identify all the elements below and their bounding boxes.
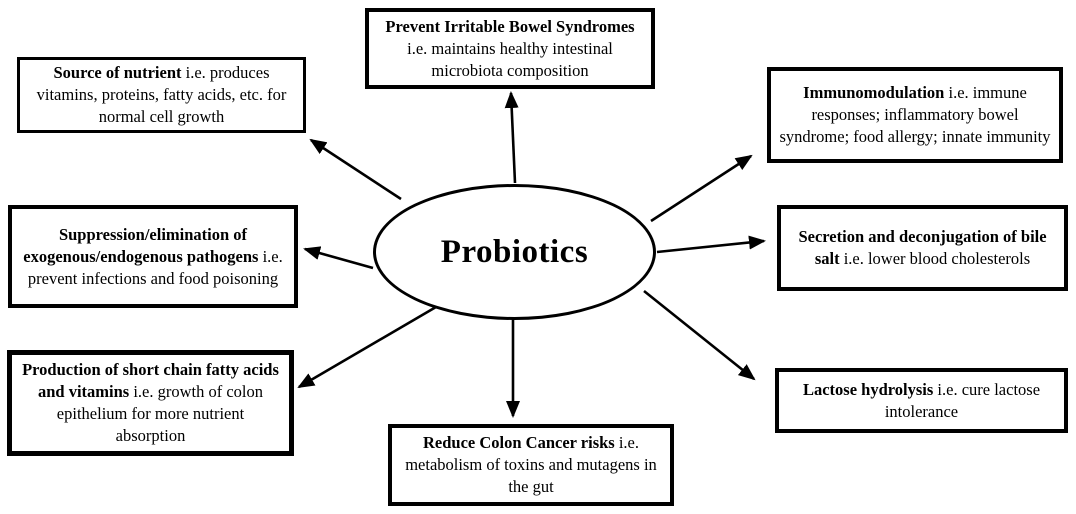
node-body: i.e. prevent infections and food poisoni…: [27, 246, 283, 288]
arrow-to-bile-salt: [656, 235, 766, 254]
center-label: Probiotics: [440, 233, 589, 270]
arrow-to-suppression: [303, 246, 374, 270]
node-text: Lactose hydrolysis i.e. cure lactose int…: [787, 379, 1056, 423]
arrow-to-fatty-acids: [297, 305, 437, 389]
node-text: Source of nutrient i.e. produces vitamin…: [28, 62, 295, 128]
node-title: Reduce Colon Cancer risks: [422, 433, 615, 452]
node-title: Prevent Irritable Bowel Syndromes: [385, 16, 635, 36]
node-text: Reduce Colon Cancer risks i.e. metabolis…: [400, 432, 662, 498]
node-title: Lactose hydrolysis: [802, 379, 934, 399]
node-text: Suppression/elimination of exogenous/end…: [20, 224, 286, 290]
node-text: Secretion and deconjugation of bile salt…: [789, 226, 1056, 270]
node-reduce-colon-cancer-risks: Reduce Colon Cancer risks i.e. metabolis…: [388, 424, 674, 506]
node-lactose-hydrolysis: Lactose hydrolysis i.e. cure lactose int…: [775, 368, 1068, 433]
node-title: Secretion and deconjugation of bile salt: [798, 227, 1047, 268]
node-text: Production of short chain fatty acids an…: [20, 359, 281, 447]
node-title: Immunomodulation: [803, 83, 945, 102]
node-text: Prevent Irritable Bowel Syndromes i.e. m…: [377, 16, 643, 82]
node-production-of-short-chain-fatty-acids: Production of short chain fatty acids an…: [7, 350, 294, 456]
node-body: i.e. maintains healthy intestinal microb…: [407, 38, 613, 80]
node-title: Source of nutrient: [53, 63, 182, 82]
node-secretion-and-deconjugation-of-bile-salt: Secretion and deconjugation of bile salt…: [777, 205, 1068, 291]
node-body: i.e. lower blood cholesterols: [839, 249, 1031, 268]
arrow-to-lactose-hydrolysis: [643, 289, 756, 381]
node-prevent-irritable-bowel-syndromes: Prevent Irritable Bowel Syndromes i.e. m…: [365, 8, 655, 89]
node-title: Suppression/elimination of exogenous/end…: [23, 224, 259, 266]
node-immunomodulation: Immunomodulation i.e. immune responses; …: [767, 67, 1063, 163]
arrow-to-immunomodulation: [650, 154, 753, 223]
node-text: Immunomodulation i.e. immune responses; …: [777, 82, 1053, 148]
arrow-to-source-of-nutrient: [309, 138, 402, 201]
node-title: Production of short chain fatty acids an…: [22, 360, 279, 401]
node-body: i.e. cure lactose intolerance: [884, 379, 1041, 421]
node-body: i.e. immune responses; inflammatory bowe…: [779, 83, 1051, 146]
node-source-of-nutrient: Source of nutrient i.e. produces vitamin…: [17, 57, 306, 133]
center-ellipse: Probiotics: [373, 184, 656, 320]
arrow-to-prevent-ibs: [504, 91, 519, 184]
node-body: i.e. growth of colon epithelium for more…: [56, 382, 264, 445]
node-body: i.e. produces vitamins, proteins, fatty …: [36, 63, 287, 126]
node-body: i.e. metabolism of toxins and mutagens i…: [405, 433, 657, 496]
node-suppression-elimination-of-pathogens: Suppression/elimination of exogenous/end…: [8, 205, 298, 308]
